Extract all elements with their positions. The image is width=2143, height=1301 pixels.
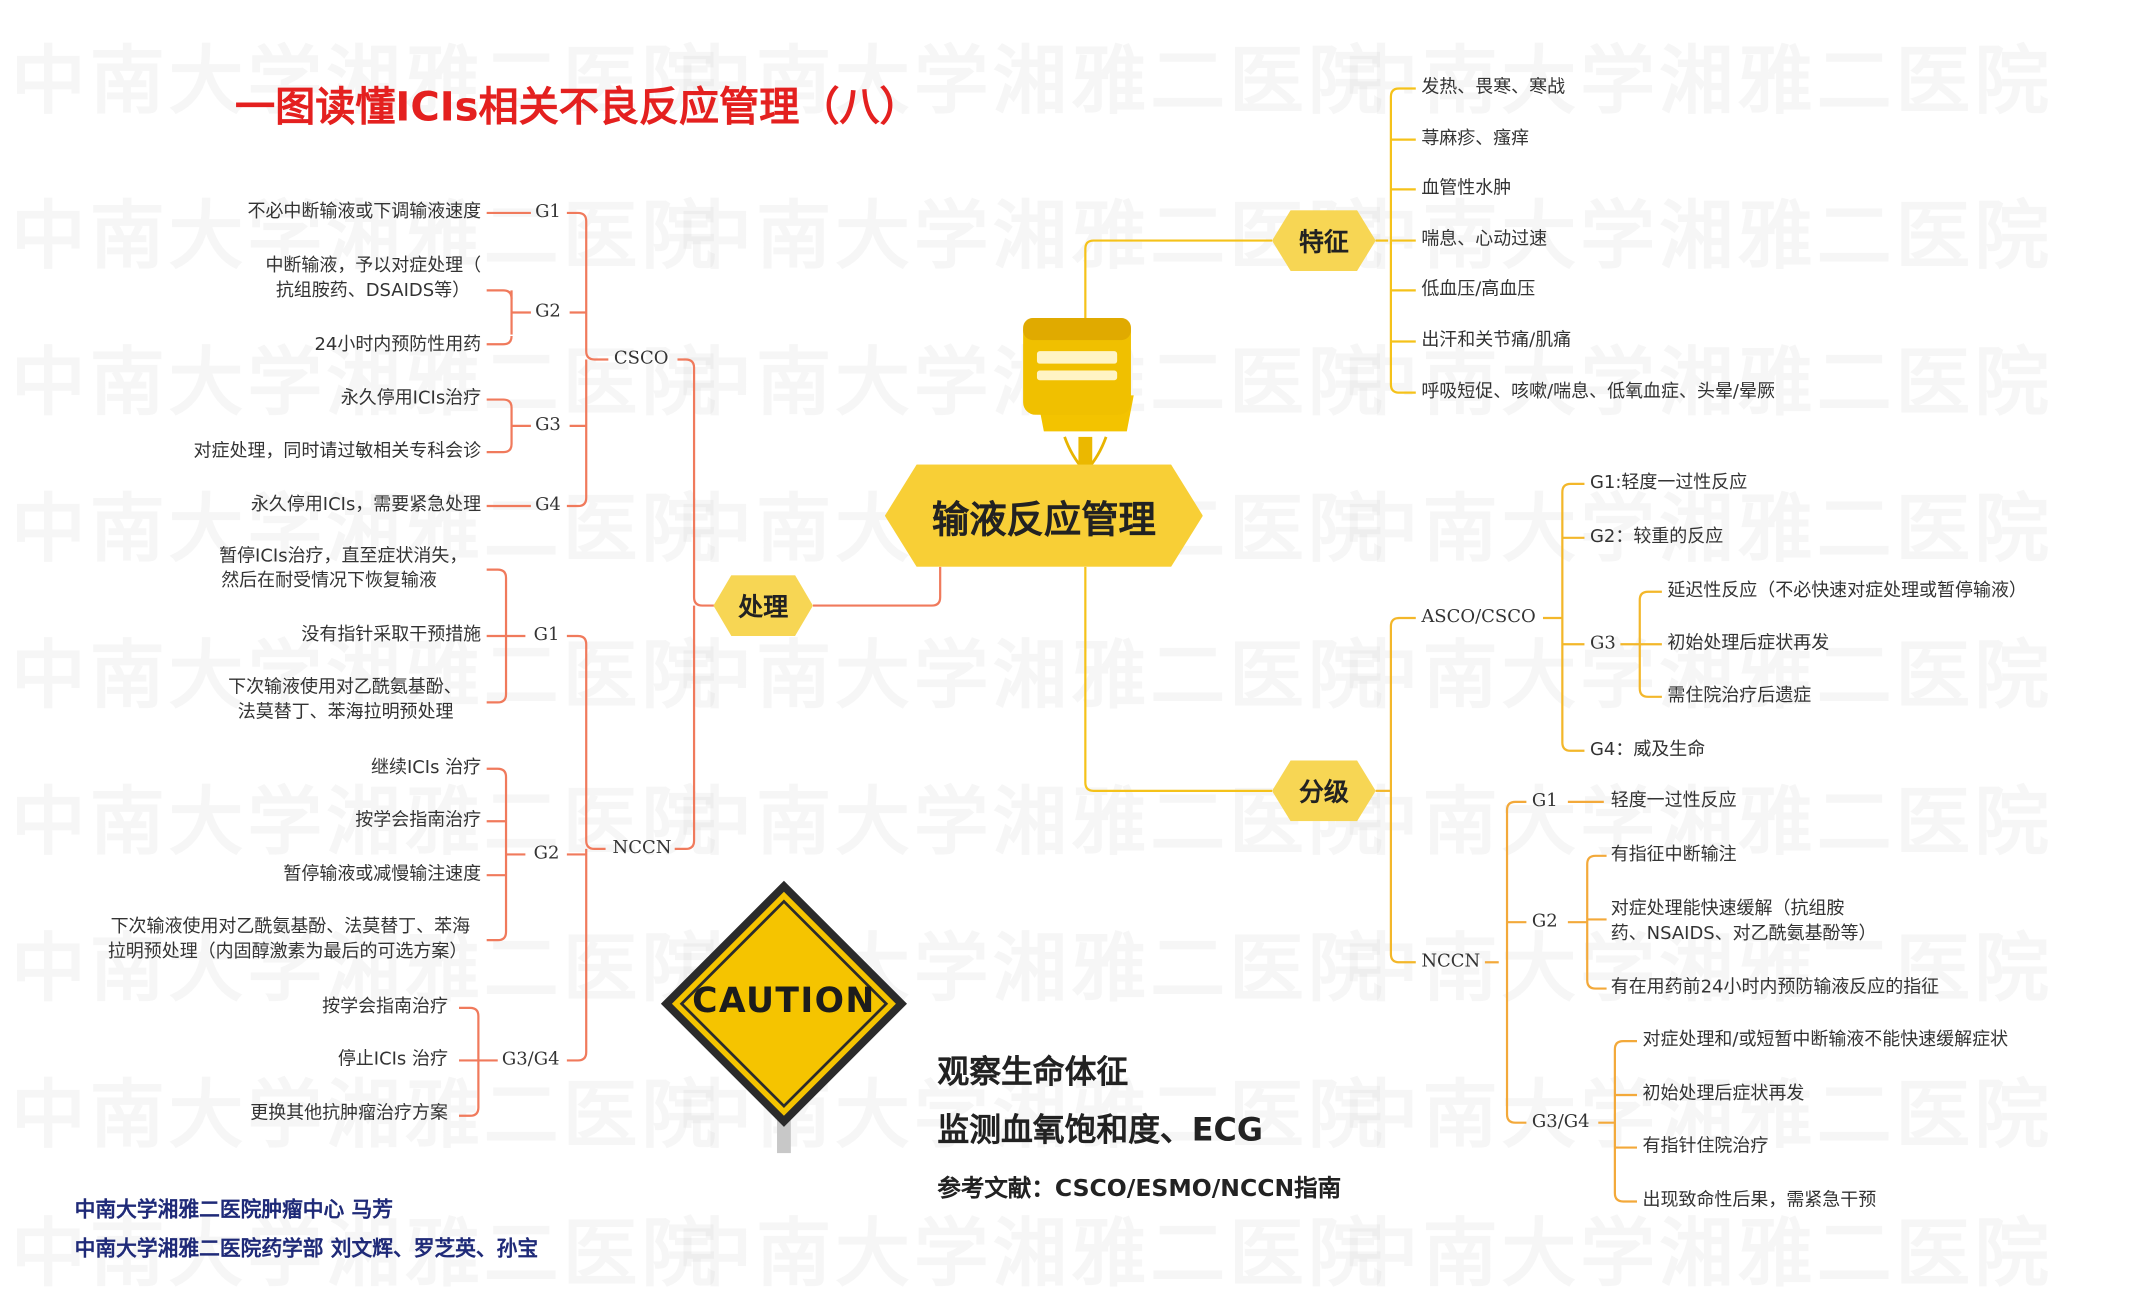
csco-g4-item: 永久停用ICIs，需要紧急处理 bbox=[250, 494, 482, 516]
csco-g1-item: 不必中断输液或下调输液速度 bbox=[247, 201, 482, 223]
csco-g3-item: 对症处理，同时请过敏相关专科会诊 bbox=[193, 441, 482, 462]
watermark: 中南大学湘雅二医院 bbox=[11, 37, 721, 125]
watermark: 中南大学湘雅二医院 bbox=[1343, 1209, 2054, 1297]
grading-nccn-connectors bbox=[1484, 800, 1637, 1203]
csco-g4-node: G4 bbox=[535, 494, 561, 516]
watermark: 中南大学湘雅二医院 bbox=[1343, 778, 2054, 866]
csco-g3-item: 永久停用ICIs治疗 bbox=[340, 388, 482, 410]
asco-g3-node: G3 bbox=[1589, 633, 1616, 654]
reference-text: 参考文献：CSCO/ESMO/NCCN指南 bbox=[937, 1175, 1342, 1203]
watermark: 中南大学湘雅二医院 bbox=[11, 1209, 721, 1297]
grading-nccn-g2-node: G2 bbox=[1531, 911, 1558, 932]
grading-nccn-g2-item: 有在用药前24小时内预防输液反应的指征 bbox=[1610, 977, 1940, 999]
nccn-g1-item-line: 下次输液使用对乙酰氨基酚、 bbox=[228, 677, 462, 699]
page-title: 一图读懂ICIs相关不良反应管理（八） bbox=[235, 82, 920, 130]
asco-g3-item: 初始处理后症状再发 bbox=[1667, 633, 1830, 654]
csco-g2-item-line: 中断输液，予以对症处理（ bbox=[265, 255, 482, 277]
feature-item: 发热、畏寒、寒战 bbox=[1421, 77, 1566, 99]
asco-g3-item: 延迟性反应（不必快速对症处理或暂停输液） bbox=[1667, 580, 2027, 602]
nccn-g34-item: 停止ICIs 治疗 bbox=[337, 1049, 448, 1071]
nccn-g34-node: G3/G4 bbox=[501, 1049, 560, 1071]
treatment-connectors bbox=[459, 211, 942, 1117]
asco-csco-node: ASCO/CSCO bbox=[1421, 606, 1536, 628]
watermark: 中南大学湘雅二医院 bbox=[677, 37, 1387, 125]
nccn-g2-item: 按学会指南治疗 bbox=[355, 810, 482, 831]
grading-asco-connectors bbox=[1375, 482, 1662, 964]
grading-nccn-g1-node: G1 bbox=[1531, 790, 1558, 812]
watermark: 中南大学湘雅二医院 bbox=[1343, 1071, 2054, 1159]
nccn-g2-item-line: 拉明预处理（内固醇激素为最后的可选方案） bbox=[107, 941, 468, 963]
watermark: 中南大学湘雅二医院 bbox=[1343, 631, 2054, 719]
csco-node: CSCO bbox=[613, 348, 669, 370]
watermark: 中南大学湘雅二医院 bbox=[677, 192, 1387, 280]
watermark: 中南大学湘雅二医院 bbox=[677, 778, 1387, 866]
csco-g2-node: G2 bbox=[535, 301, 561, 323]
watermark: 中南大学湘雅二医院 bbox=[1343, 485, 2054, 573]
watermark: 中南大学湘雅二医院 bbox=[11, 485, 721, 573]
grading-nccn-node: NCCN bbox=[1421, 951, 1481, 972]
watermark: 中南大学湘雅二医院 bbox=[677, 1209, 1387, 1297]
note-monitor-spo2-ecg: 监测血氧饱和度、ECG bbox=[937, 1112, 1263, 1149]
watermark: 中南大学湘雅二医院 bbox=[11, 924, 721, 1013]
nccn-g1-item: 没有指针采取干预措施 bbox=[301, 624, 482, 646]
asco-g2-item: G2：较重的反应 bbox=[1589, 526, 1724, 548]
credit-pharmacy: 中南大学湘雅二医院药学部 刘文辉、罗芝英、孙宝 bbox=[74, 1236, 539, 1261]
nccn-g2-item: 继续ICIs 治疗 bbox=[371, 757, 482, 779]
nccn-g34-item: 按学会指南治疗 bbox=[322, 996, 448, 1018]
nccn-g34-item: 更换其他抗肿瘤治疗方案 bbox=[250, 1103, 448, 1125]
feature-item: 出汗和关节痛/肌痛 bbox=[1421, 330, 1572, 352]
feature-item: 血管性水肿 bbox=[1421, 178, 1512, 200]
csco-g2-item: 24小时内预防性用药 bbox=[314, 334, 482, 356]
asco-g3-item: 需住院治疗后遗症 bbox=[1667, 685, 1812, 707]
features-node: 特征 bbox=[1271, 210, 1376, 271]
caution-label: CAUTION bbox=[692, 980, 876, 1021]
grading-nccn-g34-item: 出现致命性后果，需紧急干预 bbox=[1642, 1190, 1877, 1212]
feature-item: 荨麻疹、瘙痒 bbox=[1421, 128, 1530, 150]
grading-nccn-g34-item: 对症处理和/或短暂中断输液不能快速缓解症状 bbox=[1642, 1030, 2009, 1051]
nccn-g1-item-line: 法莫替丁、苯海拉明预处理 bbox=[237, 702, 454, 724]
grading-nccn-g2-item-line: 药、NSAIDS、对乙酰氨基酚等） bbox=[1610, 923, 1877, 945]
grading-nccn-g1-item: 轻度一过性反应 bbox=[1610, 790, 1737, 812]
feature-item: 低血压/高血压 bbox=[1421, 279, 1536, 301]
caution-sign-icon bbox=[660, 880, 907, 1154]
watermark: 中南大学湘雅二医院 bbox=[11, 338, 721, 426]
feature-connectors bbox=[1084, 87, 1416, 792]
grading-nccn-g34-item: 初始处理后症状再发 bbox=[1642, 1083, 1805, 1105]
nccn-g2-item-line: 下次输液使用对乙酰氨基酚、法莫替丁、苯海 bbox=[110, 916, 471, 938]
treatment-node: 处理 bbox=[713, 575, 813, 636]
watermark: 中南大学湘雅二医院 bbox=[1343, 37, 2054, 125]
watermark: 中南大学湘雅二医院 bbox=[11, 1071, 721, 1159]
treatment-nccn-node: NCCN bbox=[612, 837, 672, 859]
feature-item: 喘息、心动过速 bbox=[1421, 229, 1548, 251]
csco-g3-node: G3 bbox=[535, 414, 561, 436]
csco-g2-item-line: 抗组胺药、DSAIDS等） bbox=[275, 280, 471, 302]
watermark: 中南大学湘雅二医院 bbox=[11, 778, 721, 866]
csco-g1-node: G1 bbox=[535, 201, 561, 223]
nccn-g1-node: G1 bbox=[533, 624, 560, 646]
grading-node: 分级 bbox=[1271, 760, 1376, 822]
watermark: 中南大学湘雅二医院 bbox=[1343, 192, 2054, 280]
watermark: 中南大学湘雅二医院 bbox=[11, 192, 721, 280]
grading-nccn-g34-node: G3/G4 bbox=[1531, 1111, 1590, 1133]
nccn-g2-item: 暂停输液或减慢输注速度 bbox=[283, 864, 482, 885]
note-observe-vitals: 观察生命体征 bbox=[937, 1054, 1129, 1091]
iv-bag-icon bbox=[1023, 317, 1134, 472]
credit-oncology: 中南大学湘雅二医院肿瘤中心 马芳 bbox=[74, 1197, 393, 1223]
feature-item: 呼吸短促、咳嗽/喘息、低氧血症、头晕/晕厥 bbox=[1421, 381, 1775, 403]
grading-nccn-g34-item: 有指针住院治疗 bbox=[1642, 1136, 1769, 1158]
watermark: 中南大学湘雅二医院 bbox=[1343, 924, 2054, 1013]
nccn-g1-item-line: 暂停ICIs治疗，直至症状消失， bbox=[219, 546, 468, 567]
watermark: 中南大学湘雅二医院 bbox=[11, 631, 721, 719]
grading-nccn-g2-item-line: 对症处理能快速缓解（抗组胺 bbox=[1610, 898, 1845, 920]
asco-g1-item: G1:轻度一过性反应 bbox=[1589, 472, 1748, 494]
watermark: 中南大学湘雅二医院 bbox=[1343, 338, 2054, 426]
watermark: 中南大学湘雅二医院 bbox=[677, 631, 1387, 719]
asco-g4-item: G4：威及生命 bbox=[1589, 739, 1706, 761]
nccn-g2-node: G2 bbox=[533, 843, 560, 865]
central-node: 输液反应管理 bbox=[884, 464, 1203, 567]
nccn-g1-item-line: 然后在耐受情况下恢复输液 bbox=[221, 571, 437, 592]
grading-nccn-g2-item: 有指征中断输注 bbox=[1610, 844, 1737, 866]
